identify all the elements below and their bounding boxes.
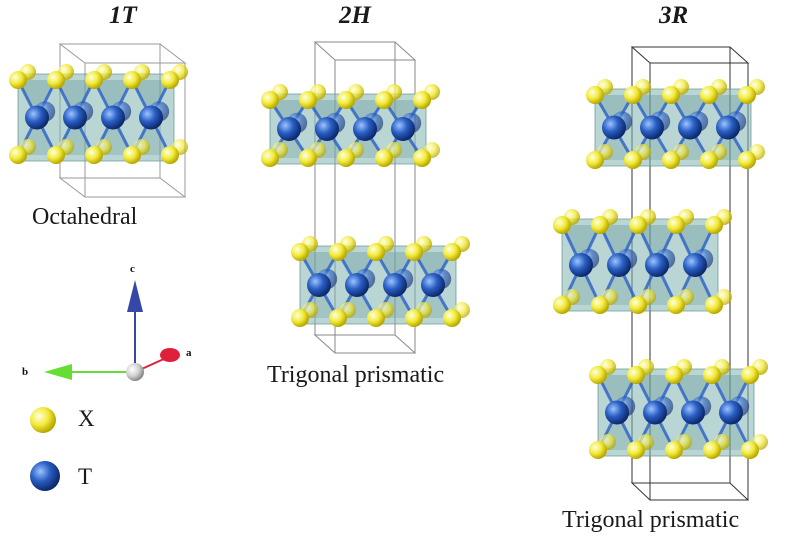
axis-triad [44,280,180,381]
title-1t: 1T [109,2,137,29]
layer-3r-middle [553,209,732,314]
caption-2h: Trigonal prismatic [267,362,445,388]
origin-sphere [126,363,144,381]
c-axis-arrow [127,280,143,312]
layer-2h-bottom [291,236,470,327]
title-3r: 3R [659,2,689,29]
b-axis-arrow [44,364,72,380]
layer-2h-top [261,84,440,167]
layer-3r-top [586,79,765,169]
axis-label-b: b [22,366,29,378]
caption-1t: Octahedral [32,204,138,230]
axis-label-c: c [130,263,135,275]
legend-x-sphere [30,407,56,433]
layer-3r-bottom [589,359,768,459]
axis-label-a: a [186,347,192,359]
legend-label-t: T [78,464,93,489]
layer-1t [9,64,188,164]
a-axis-arrow [160,348,180,362]
legend-t-sphere [30,461,60,491]
legend-label-x: X [78,406,95,431]
title-2h: 2H [339,2,371,29]
caption-3r: Trigonal prismatic [562,507,740,533]
